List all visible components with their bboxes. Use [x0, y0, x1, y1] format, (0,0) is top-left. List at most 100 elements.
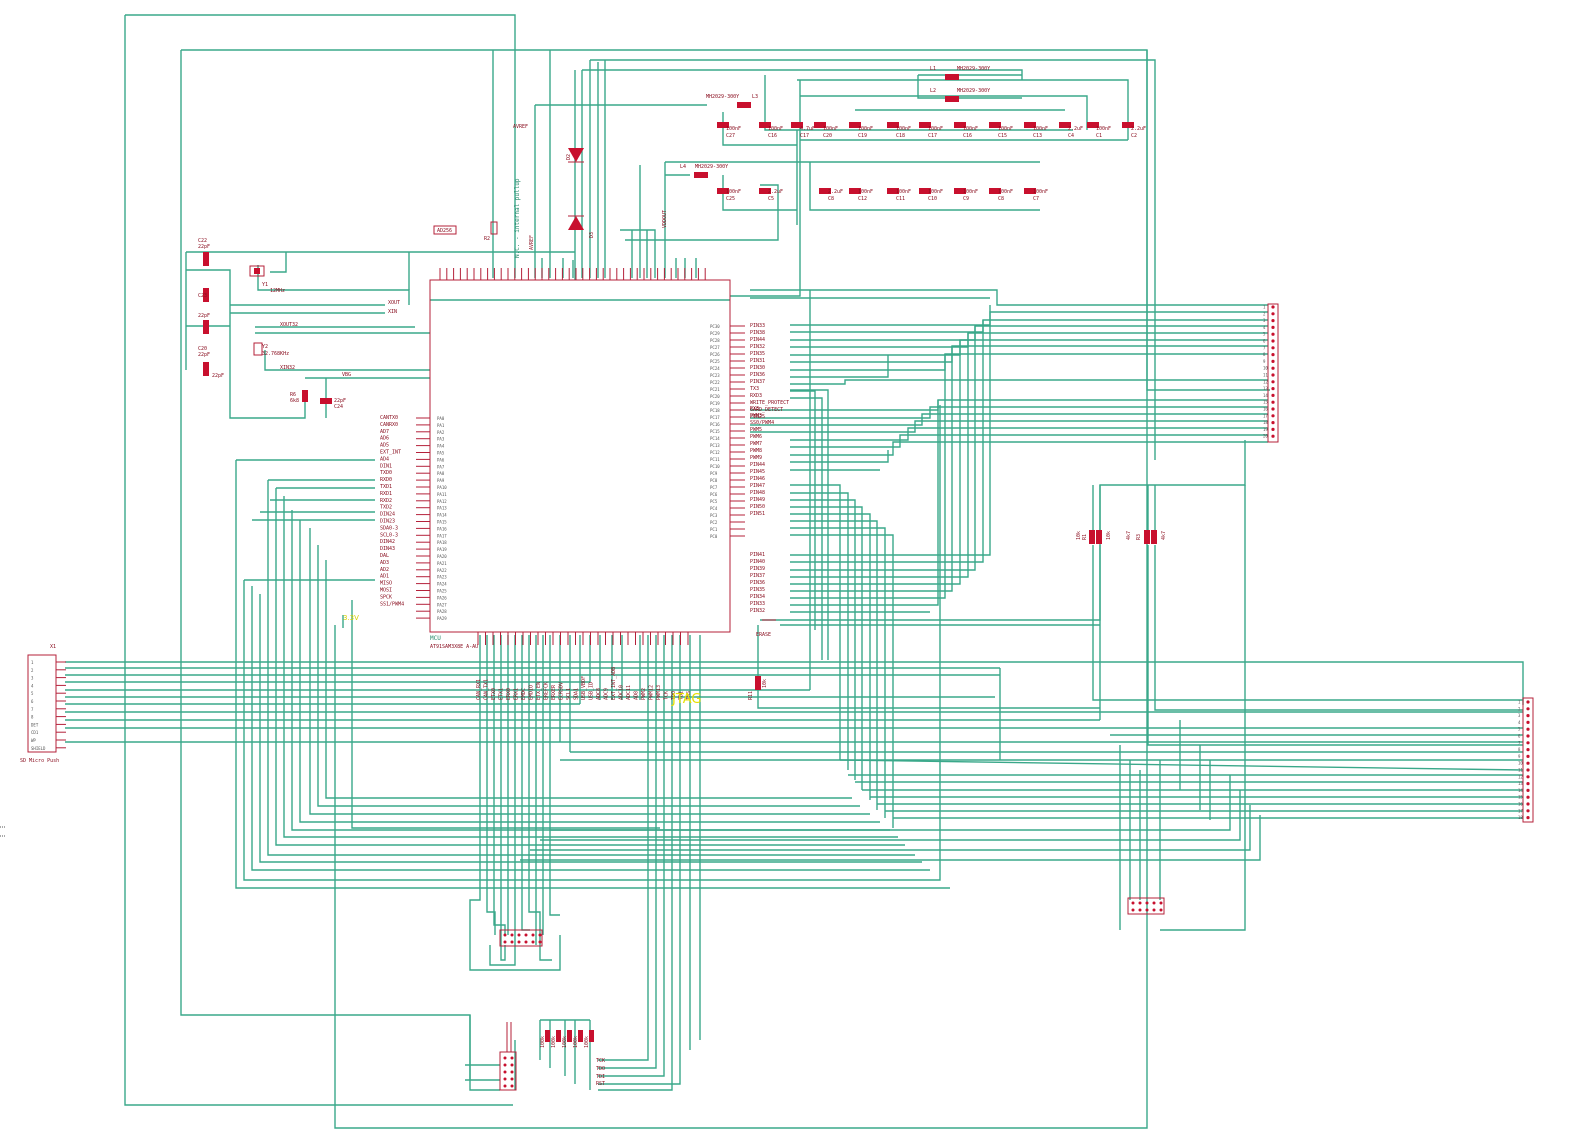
net-label: PIN33 [750, 601, 765, 607]
net-label: RX3 [750, 406, 759, 412]
capacitor-c8 [819, 188, 831, 194]
net-label: PIN32 [750, 608, 765, 614]
svg-text:100nF: 100nF [858, 189, 873, 195]
sd-pin: 4 [31, 683, 34, 688]
net-label: PIN25 [750, 414, 765, 420]
svg-text:100nF: 100nF [998, 126, 1013, 132]
l1-body [945, 74, 959, 80]
svg-text:2: 2 [1263, 311, 1266, 316]
svg-text:9: 9 [1518, 754, 1521, 759]
d2-symbol [568, 148, 584, 162]
svg-text:100nF: 100nF [823, 126, 838, 132]
y2-body [253, 342, 263, 356]
capacitor-c7 [1024, 188, 1036, 194]
svg-text:6: 6 [1263, 339, 1266, 344]
header-pin [1271, 414, 1275, 418]
r11-body [755, 676, 761, 690]
mcu-pin-pa26: PA26 [437, 595, 447, 600]
net-label: EXT_INT_ADB [611, 667, 617, 700]
mcu-pin-pc20: PC20 [710, 394, 720, 399]
svg-text:100nF: 100nF [1096, 126, 1111, 132]
erase-label: ERASE [756, 632, 771, 638]
svg-text:C20: C20 [823, 133, 832, 139]
header-pin [1526, 782, 1530, 786]
mcu-pin-pc5: PC5 [710, 499, 718, 504]
sd-pin: SHIELD [31, 746, 46, 751]
svg-text:6: 6 [1518, 734, 1521, 739]
svg-text:TDI: TDI [596, 1074, 605, 1080]
svg-text:C15: C15 [998, 133, 1007, 139]
net-label: EREFCK [544, 682, 550, 700]
mcu-pin-pa19: PA19 [437, 547, 447, 552]
net-label: TXD2 [380, 505, 392, 511]
capacitor-c4 [1059, 122, 1071, 128]
net-label: EMDIO [529, 685, 535, 700]
header-pin [1526, 714, 1530, 718]
header-pin [1271, 305, 1275, 309]
net-label: DIN43 [380, 546, 395, 552]
svg-text:14: 14 [1263, 393, 1268, 398]
net-label: PIN44 [750, 337, 765, 343]
svg-text:2.2uF: 2.2uF [768, 189, 783, 195]
net-label: ERXER [551, 684, 557, 700]
net-label: ETX_EN [536, 682, 542, 700]
svg-text:8: 8 [1263, 352, 1266, 357]
capacitor-c1 [1087, 122, 1099, 128]
header-pin [1271, 407, 1275, 411]
r6-ref: R6 [290, 392, 296, 398]
header-pin [1271, 400, 1275, 404]
header-pin [1271, 332, 1275, 336]
net-label: PWM5 [750, 427, 762, 433]
svg-text:16: 16 [1518, 802, 1523, 807]
avref-label-2: AVREF [529, 235, 535, 250]
header-pin [1271, 346, 1275, 350]
svg-text:3: 3 [1263, 318, 1266, 323]
net-label: ETX0 [491, 688, 497, 700]
svg-text:100nF: 100nF [998, 189, 1013, 195]
mcu-pin-pc10: PC10 [710, 464, 720, 469]
caps-row-2: 100nFC252.2uFC52.2uFC8100nFC12100nFC1110… [717, 188, 1048, 202]
header-pin [1271, 421, 1275, 425]
header-pin [1526, 734, 1530, 738]
l3-part: MH2029-300Y [706, 94, 739, 100]
net-label: PWM13 [656, 685, 662, 700]
c23-body [203, 288, 209, 302]
capacitor-c13 [1024, 122, 1036, 128]
net-label: TCK [664, 691, 670, 700]
svg-text:C19: C19 [858, 133, 867, 139]
net-label: PIN37 [750, 379, 765, 385]
c20-body [203, 320, 209, 334]
d3-ref: D3 [589, 232, 595, 238]
header-pin [1271, 434, 1275, 438]
capacitor-c8 [989, 188, 1001, 194]
l2-ref: L2 [930, 88, 936, 94]
net-label: DIN42 [380, 539, 395, 545]
r2-pullup-body [490, 221, 498, 235]
svg-text:C8: C8 [828, 196, 834, 202]
svg-text:RST: RST [596, 1081, 605, 1087]
mcu-pin-pc30: PC30 [710, 324, 720, 329]
net-label: PIN50 [750, 504, 765, 510]
svg-text:C9: C9 [963, 196, 969, 202]
jtag-pullup-resistor [545, 1030, 550, 1042]
net-label: RXD3 [750, 393, 762, 399]
net-label: AD1 [380, 574, 389, 580]
c24-body [320, 398, 332, 404]
sd-ref: X1 [50, 644, 56, 650]
net-label: DIN24 [380, 512, 395, 518]
svg-text:11: 11 [1263, 373, 1268, 378]
erase-section: ERASE R11 10k [748, 619, 776, 700]
mcu-pin-pa22: PA22 [437, 568, 447, 573]
net-label: CAN_TX1 [484, 679, 490, 700]
header-pin [1526, 816, 1530, 820]
svg-text:3: 3 [1518, 713, 1521, 718]
net-label: PIN48 [750, 490, 765, 496]
svg-text:15: 15 [1263, 400, 1268, 405]
svg-text:100nF: 100nF [963, 126, 978, 132]
net-label: PWM9 [750, 455, 762, 461]
svg-text:4k7: 4k7 [1161, 531, 1167, 540]
net-label: PIN44 [750, 462, 765, 468]
header-pin [1526, 795, 1530, 799]
mcu-pin-pc17: PC17 [710, 415, 720, 420]
